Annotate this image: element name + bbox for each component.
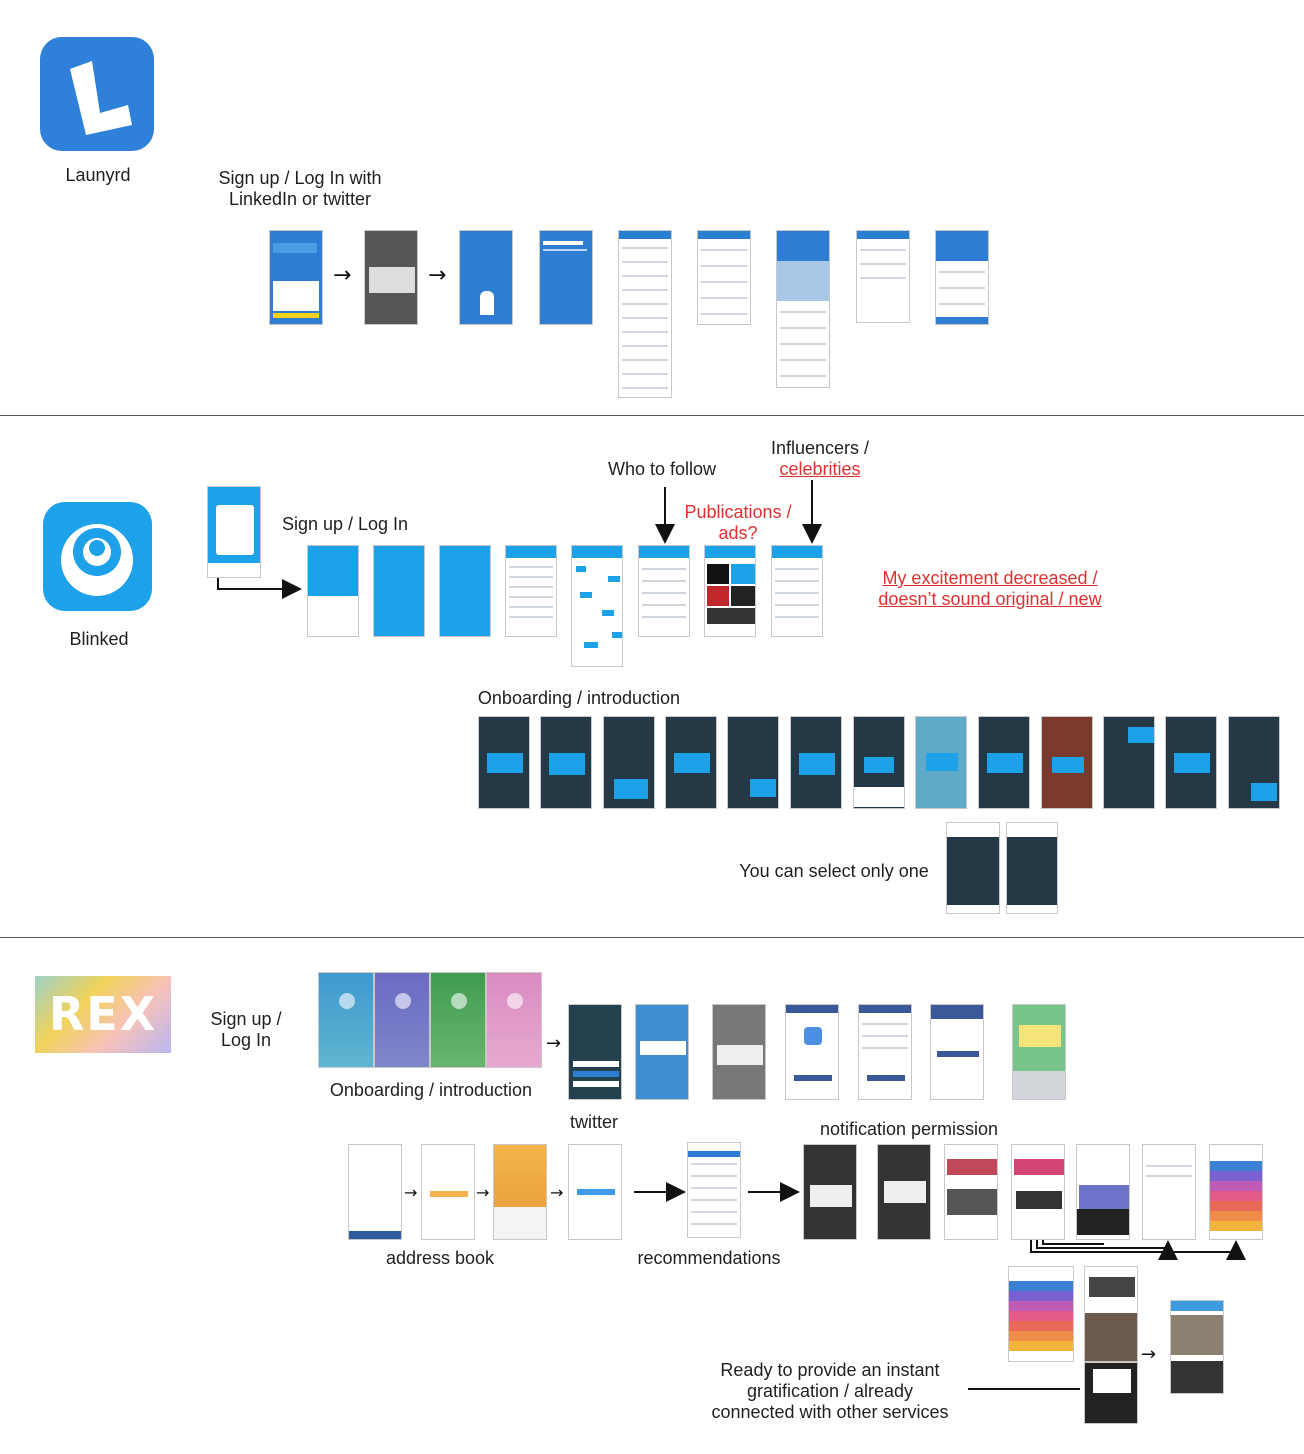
rex-screen-whats-happening — [1142, 1144, 1196, 1240]
arrow-right-icon: → — [550, 1183, 564, 1202]
rex-screen-category-list — [1008, 1266, 1074, 1362]
blinked-screen-interest-select — [1006, 822, 1058, 914]
blinked-onboarding-screen — [1103, 716, 1155, 809]
arrow-right-icon: → — [1141, 1344, 1157, 1365]
blinked-onboarding-screen — [915, 716, 967, 809]
excitement-label-line1: My excitement decreased / — [882, 568, 1098, 588]
blinked-screen-login — [307, 545, 359, 637]
blinked-screen-who-to-follow — [638, 545, 690, 637]
rex-screen-search-twitter — [568, 1144, 622, 1240]
publications-label: Publications / ads? — [684, 502, 792, 543]
notification-permission-label: notification permission — [819, 1119, 999, 1139]
blinked-onboarding-screen — [603, 716, 655, 809]
blinked-onboarding-screen — [1165, 716, 1217, 809]
rex-screen-facebook-2 — [858, 1004, 912, 1100]
arrow-right-icon: → — [428, 263, 447, 288]
arrow-right-icon: → — [476, 1183, 490, 1202]
rex-onboarding-card — [430, 972, 486, 1068]
blinked-signup-label: Sign up / Log In — [281, 514, 409, 534]
who-to-follow-label: Who to follow — [607, 459, 717, 479]
blinked-app-name: Blinked — [69, 629, 129, 649]
launyrd-l-icon — [70, 61, 132, 135]
rex-screen-notifications-2 — [877, 1144, 931, 1240]
rex-screen-twitter — [635, 1004, 689, 1100]
blinked-eye-icon — [61, 524, 133, 596]
launyrd-screen-no-events — [539, 230, 593, 325]
rex-screen-find-friends — [348, 1144, 402, 1240]
rex-signup-label: Sign up / Log In — [210, 1009, 282, 1050]
blinked-screen-categories-1 — [505, 545, 557, 637]
rex-screen-categories — [1209, 1144, 1263, 1240]
launyrd-screen-signin — [269, 230, 323, 325]
blinked-onboarding-screen — [853, 716, 905, 809]
influencers-label-line1: Influencers / — [770, 438, 870, 458]
launyrd-screen-event-detail — [776, 230, 830, 388]
rex-screen-shared-item — [1170, 1300, 1224, 1394]
recommendations-label: recommendations — [637, 1248, 781, 1268]
launyrd-screen-discover — [697, 230, 751, 325]
blinked-screen-phone — [373, 545, 425, 637]
blinked-onboarding-screen — [978, 716, 1030, 809]
blinked-onboarding-screen — [1041, 716, 1093, 809]
blinked-onboarding-screen — [727, 716, 779, 809]
blinked-onboarding-screen — [665, 716, 717, 809]
launyrd-screen-loading — [459, 230, 513, 325]
blinked-onboarding-label: Onboarding / introduction — [477, 688, 681, 708]
launyrd-app-name: Launyrd — [65, 165, 131, 185]
rex-screen-trending — [1011, 1144, 1065, 1240]
blinked-screen-publications — [704, 545, 756, 637]
blinked-screen-splash — [207, 486, 261, 578]
blinked-screen-categories-2 — [571, 545, 623, 667]
rex-screen-notifications-1 — [803, 1144, 857, 1240]
rex-logo-text: REX — [48, 987, 158, 1041]
launyrd-screen-bootcamp — [935, 230, 989, 325]
blinked-screen-welcome — [439, 545, 491, 637]
rex-screen-friend-activity — [1076, 1144, 1130, 1240]
blinked-logo — [43, 502, 152, 611]
rex-onboarding-card — [374, 972, 430, 1068]
blinked-onboarding-screen — [478, 716, 530, 809]
launyrd-signup-label: Sign up / Log In with LinkedIn or twitte… — [218, 168, 382, 209]
blinked-onboarding-screen — [790, 716, 842, 809]
section-divider — [0, 415, 1304, 416]
ready-label: Ready to provide an instant gratificatio… — [711, 1360, 949, 1422]
rex-screen-facebook-3 — [930, 1004, 984, 1100]
rex-screen-suggested — [944, 1144, 998, 1240]
rex-screen-keyboard — [1012, 1004, 1066, 1100]
rex-screen-signup — [568, 1004, 622, 1100]
launyrd-screen-schedule — [856, 230, 910, 323]
rex-logo: REX — [35, 976, 171, 1053]
rex-screen-facebook-1 — [785, 1004, 839, 1100]
excitement-label-line2: doesn’t sound original / new — [878, 589, 1102, 609]
rex-screen-share-services — [1084, 1362, 1138, 1424]
rex-onboarding-card — [486, 972, 542, 1068]
rex-screen-phone-entry — [493, 1144, 547, 1240]
rex-screen-photo-feed — [1084, 1266, 1138, 1362]
rex-twitter-label: twitter — [569, 1112, 618, 1132]
launyrd-screen-list — [618, 230, 672, 398]
arrow-right-icon: → — [546, 1033, 562, 1054]
blinked-screen-influencers — [771, 545, 823, 637]
launyrd-screen-twitter — [364, 230, 418, 325]
blinked-onboarding-screen — [540, 716, 592, 809]
rex-screen-recommendations — [687, 1142, 741, 1238]
launyrd-logo — [40, 37, 154, 151]
influencers-label-line2: celebrities — [779, 459, 861, 479]
section-divider — [0, 937, 1304, 938]
blinked-screen-city-select — [946, 822, 1000, 914]
address-book-label: address book — [385, 1248, 495, 1268]
rex-onboarding-card — [318, 972, 374, 1068]
rex-screen-twitter-auth — [712, 1004, 766, 1100]
arrow-right-icon: → — [333, 263, 352, 288]
rex-screen-whats-on-rex — [421, 1144, 475, 1240]
rex-onboarding-label: Onboarding / introduction — [329, 1080, 533, 1100]
blinked-onboarding-screen — [1228, 716, 1280, 809]
arrow-right-icon: → — [404, 1183, 418, 1202]
select-one-label: You can select only one — [739, 861, 929, 881]
